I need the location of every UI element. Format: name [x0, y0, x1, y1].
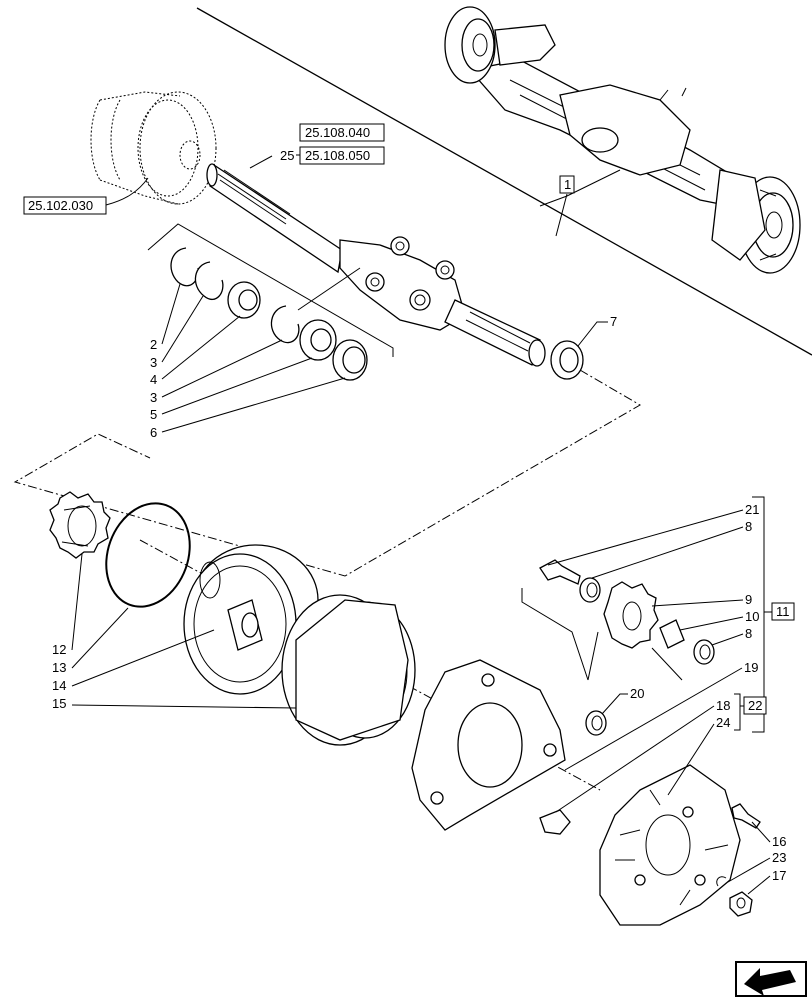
callout-12: 12 — [52, 642, 66, 657]
bolt-16 — [731, 803, 761, 829]
section-divider-line — [196, 7, 812, 356]
callout-16: 16 — [772, 834, 786, 849]
assembly-guide-line — [13, 369, 641, 577]
callout-1-box — [559, 175, 575, 194]
snap-rings-bearings-illustration — [170, 247, 368, 381]
gear-12-illustration — [49, 491, 111, 559]
cover-plate-24-illustration — [599, 764, 741, 926]
callout-2: 2 — [150, 337, 157, 352]
planet-carrier-14-illustration — [183, 544, 319, 695]
seal-7-illustration — [550, 340, 584, 380]
flange-plate-19-illustration — [411, 659, 566, 831]
callout-6: 6 — [150, 425, 157, 440]
callout-5: 5 — [150, 407, 157, 422]
clip-23 — [716, 876, 727, 887]
callout-11-box — [771, 602, 795, 621]
arrow-back-icon[interactable] — [735, 961, 807, 997]
differential-illustration — [90, 91, 217, 205]
pin-18 — [539, 809, 571, 835]
ref-25-108-050[interactable]: 25.108.050 — [305, 148, 370, 163]
pinion-group-illustration — [539, 559, 715, 736]
callout-22: 22 — [748, 698, 762, 713]
ring-gear-15-illustration — [281, 594, 416, 746]
callout-13: 13 — [52, 660, 66, 675]
callout-24: 24 — [716, 715, 730, 730]
ref-25-102-030-box[interactable] — [23, 196, 107, 215]
axle-assembly-illustration — [444, 6, 801, 274]
callout-10: 10 — [745, 609, 759, 624]
ref-25-108-040-box[interactable] — [299, 123, 385, 142]
callout-15: 15 — [52, 696, 66, 711]
callout-23: 23 — [772, 850, 786, 865]
callout-8b: 8 — [745, 626, 752, 641]
callout-7: 7 — [610, 314, 617, 329]
o-ring-13 — [105, 502, 191, 608]
callout-4: 4 — [150, 372, 157, 387]
callout-21: 21 — [745, 502, 759, 517]
callout-25: 25 — [280, 148, 294, 163]
callout-1: 1 — [564, 177, 571, 192]
callout-17: 17 — [772, 868, 786, 883]
callout-8a: 8 — [745, 519, 752, 534]
ref-25-102-030[interactable]: 25.102.030 — [28, 198, 93, 213]
callout-11: 11 — [776, 604, 790, 619]
callout-22-box — [743, 696, 767, 715]
callout-3b: 3 — [150, 390, 157, 405]
callout-18: 18 — [716, 698, 730, 713]
bolt-17 — [729, 891, 753, 917]
drive-shaft-illustration — [206, 163, 546, 367]
callout-9: 9 — [745, 592, 752, 607]
group-bracket-2-6 — [147, 223, 394, 357]
callout-20: 20 — [630, 686, 644, 701]
callout-3a: 3 — [150, 355, 157, 370]
kit-bracket-22 — [734, 693, 741, 731]
callout-19: 19 — [744, 660, 758, 675]
ref-25-108-040[interactable]: 25.108.040 — [305, 125, 370, 140]
callout-14: 14 — [52, 678, 66, 693]
kit-bracket-11 — [752, 496, 765, 733]
